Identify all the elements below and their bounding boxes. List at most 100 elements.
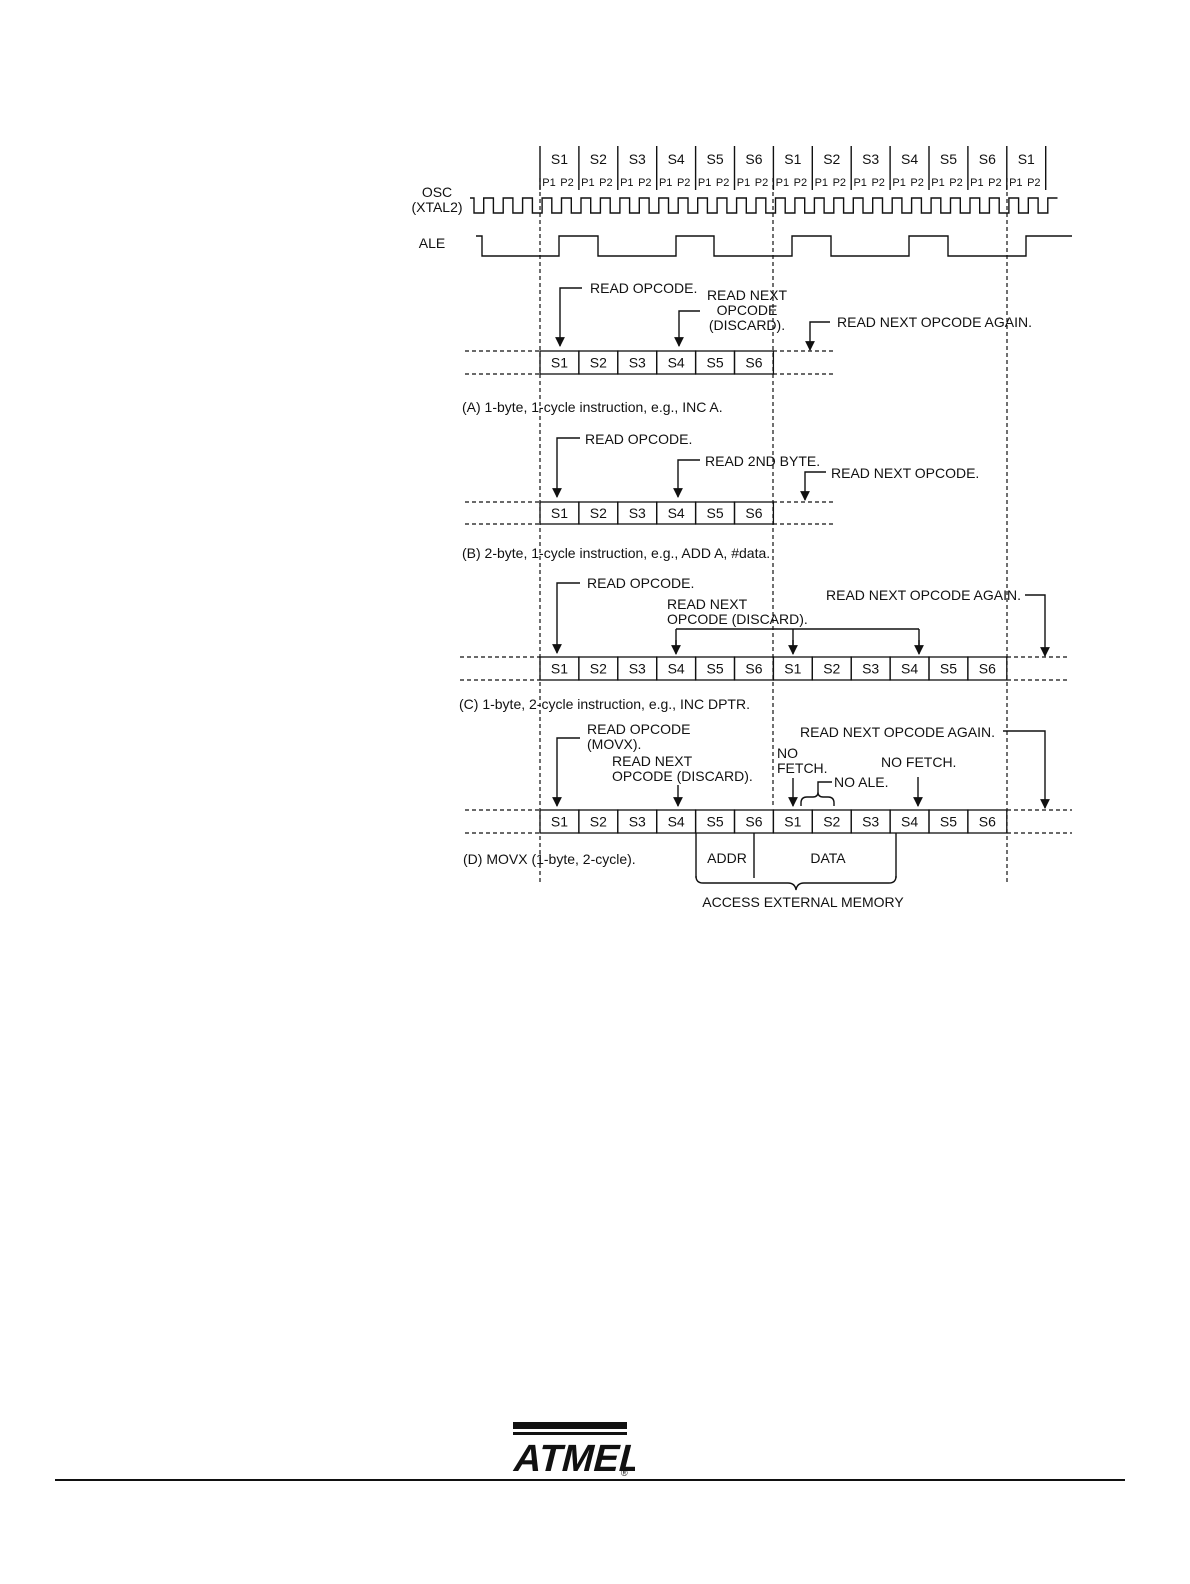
phase-label: P2 — [833, 177, 846, 189]
state-cell-label: S4 — [668, 661, 685, 677]
state-cell-label: S1 — [551, 814, 568, 830]
state-label: S1 — [1018, 151, 1035, 167]
state-label: S5 — [706, 151, 723, 167]
phase-label: P1 — [815, 177, 828, 189]
c-read-next-2: OPCODE (DISCARD). — [667, 611, 808, 627]
osc-sub-label: (XTAL2) — [411, 199, 462, 215]
a-read-next-2: OPCODE — [717, 302, 778, 318]
d-no-fetch-2: NO FETCH. — [881, 754, 956, 770]
phase-label: P2 — [755, 177, 768, 189]
phase-label: P1 — [659, 177, 672, 189]
phase-label: P2 — [871, 177, 884, 189]
d-addr-label: ADDR — [707, 850, 747, 866]
phase-label: P2 — [988, 177, 1001, 189]
b-read-next: READ NEXT OPCODE. — [831, 465, 979, 481]
osc-label: OSC — [422, 184, 452, 200]
a-caption: (A) 1-byte, 1-cycle instruction, e.g., I… — [462, 399, 723, 415]
phase-label: P2 — [677, 177, 690, 189]
state-label: S3 — [862, 151, 879, 167]
osc-waveform — [470, 197, 1058, 214]
registered-mark: ® — [621, 1468, 628, 1478]
state-cell-label: S2 — [590, 814, 607, 830]
state-label: S1 — [784, 151, 801, 167]
state-cell — [967, 656, 1008, 681]
d-data-label: DATA — [810, 850, 846, 866]
state-cell-label: S2 — [823, 661, 840, 677]
phase-label: P2 — [716, 177, 729, 189]
state-cell-label: S3 — [629, 814, 646, 830]
state-cell-label: S1 — [784, 814, 801, 830]
phase-label: P1 — [542, 177, 555, 189]
b-caption: (B) 2-byte, 1-cycle instruction, e.g., A… — [462, 545, 770, 561]
d-caption: (D) MOVX (1-byte, 2-cycle). — [463, 851, 636, 867]
state-cell-label: S2 — [590, 661, 607, 677]
d-no-fetch-1b: FETCH. — [777, 760, 828, 776]
state-cell-label: S2 — [590, 355, 607, 371]
phase-label: P2 — [638, 177, 651, 189]
phase-label: P1 — [931, 177, 944, 189]
state-cell-label: S6 — [979, 814, 996, 830]
state-cell-label: S1 — [551, 355, 568, 371]
state-label: S2 — [590, 151, 607, 167]
state-cell-label: S5 — [706, 355, 723, 371]
phase-label: P1 — [970, 177, 983, 189]
state-cell — [967, 809, 1008, 834]
c-read-opcode: READ OPCODE. — [587, 575, 694, 591]
state-cell-label: S6 — [979, 661, 996, 677]
phase-label: P1 — [737, 177, 750, 189]
a-read-opcode: READ OPCODE. — [590, 280, 697, 296]
state-cell-label: S4 — [668, 814, 685, 830]
phase-label: P2 — [949, 177, 962, 189]
b-read-2nd: READ 2ND BYTE. — [705, 453, 820, 469]
phase-label: P1 — [776, 177, 789, 189]
state-cell-label: S1 — [784, 661, 801, 677]
phase-label: P1 — [620, 177, 633, 189]
d-no-ale: NO ALE. — [834, 774, 888, 790]
state-cell-label: S5 — [940, 661, 957, 677]
a-read-next-3: (DISCARD). — [709, 317, 785, 333]
state-cell-label: S3 — [629, 355, 646, 371]
d-no-fetch-1a: NO — [777, 745, 798, 761]
state-label: S4 — [668, 151, 685, 167]
state-label: S6 — [979, 151, 996, 167]
state-cell-label: S4 — [901, 661, 918, 677]
b-read-opcode: READ OPCODE. — [585, 431, 692, 447]
state-cell-label: S6 — [745, 355, 762, 371]
state-cell-label: S2 — [590, 505, 607, 521]
state-cell-label: S1 — [551, 505, 568, 521]
access-brace — [695, 875, 897, 891]
state-cell-label: S2 — [823, 814, 840, 830]
state-cell-label: S5 — [706, 505, 723, 521]
c-read-next-1: READ NEXT — [667, 596, 748, 612]
state-label: S2 — [823, 151, 840, 167]
phase-label: P2 — [794, 177, 807, 189]
ale-waveform — [476, 235, 1072, 257]
d-access-label: ACCESS EXTERNAL MEMORY — [702, 894, 904, 910]
phase-label: P1 — [698, 177, 711, 189]
phase-label: P1 — [853, 177, 866, 189]
d-read-next-1: READ NEXT — [612, 753, 693, 769]
atmel-logo: ATMEL ® — [511, 1422, 635, 1478]
state-cell-label: S6 — [745, 814, 762, 830]
state-cell-label: S1 — [551, 661, 568, 677]
state-cell-label: S3 — [629, 505, 646, 521]
phase-label: P2 — [560, 177, 573, 189]
a-read-again: READ NEXT OPCODE AGAIN. — [837, 314, 1032, 330]
phase-label: P2 — [910, 177, 923, 189]
d-read-opcode-1: READ OPCODE — [587, 721, 690, 737]
state-label: S5 — [940, 151, 957, 167]
state-label: S6 — [745, 151, 762, 167]
d-read-next-2: OPCODE (DISCARD). — [612, 768, 753, 784]
state-label: S3 — [629, 151, 646, 167]
ale-label: ALE — [419, 235, 445, 251]
d-read-opcode-2: (MOVX). — [587, 736, 641, 752]
state-cell-label: S4 — [901, 814, 918, 830]
state-cell-label: S4 — [668, 505, 685, 521]
state-cell — [733, 501, 775, 525]
state-cell-label: S6 — [745, 661, 762, 677]
